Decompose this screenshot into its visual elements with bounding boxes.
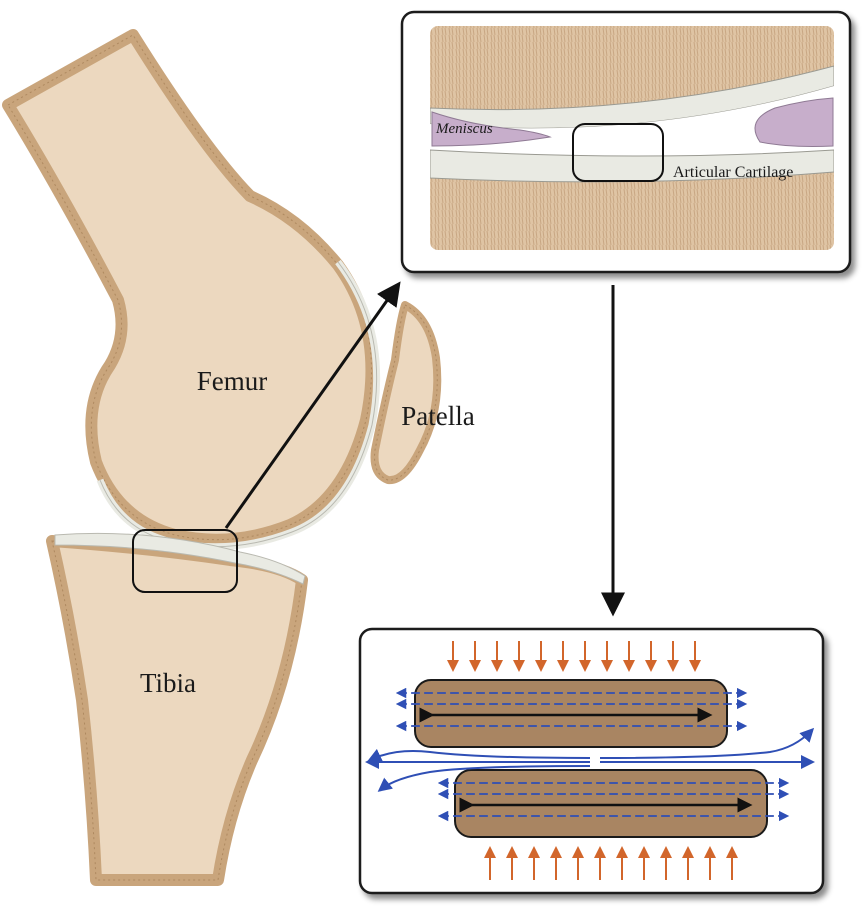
upper-cartilage-block	[415, 680, 727, 747]
closeup-panel: Meniscus Articular Cartilage	[402, 12, 850, 272]
patella-label: Patella	[401, 401, 474, 431]
femur-label: Femur	[197, 366, 268, 396]
flow-panel	[360, 629, 823, 893]
femur-bone	[8, 35, 371, 540]
articular-cartilage-label: Articular Cartilage	[673, 164, 793, 181]
patella-bone	[375, 305, 438, 480]
tibia-label: Tibia	[140, 668, 196, 698]
meniscus-label: Meniscus	[435, 121, 493, 137]
lower-cartilage-block	[455, 770, 767, 837]
